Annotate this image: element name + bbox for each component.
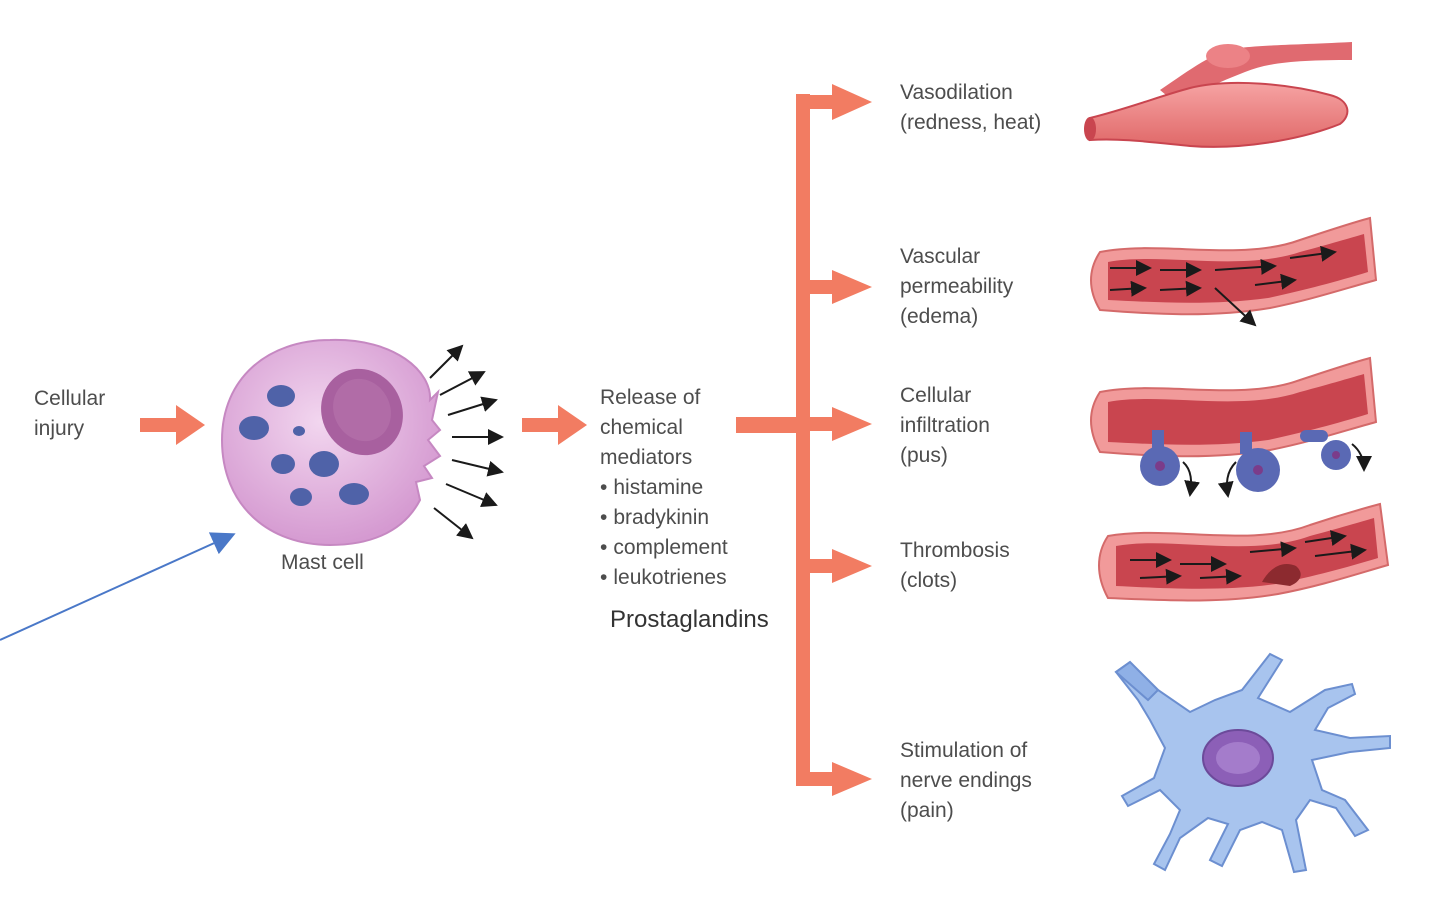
release-arrow [522, 405, 587, 445]
vasodilation-illustration [1084, 42, 1352, 148]
thrombosis-illustration [1098, 502, 1390, 602]
effect-infiltration-label: Cellular infiltration (pus) [900, 384, 990, 467]
effect-thrombosis-label: Thrombosis (clots) [900, 539, 1010, 592]
effect-nerve-label: Stimulation of nerve endings (pain) [900, 739, 1032, 822]
mediator-list: histamine bradykinin complement leukotri… [600, 473, 728, 593]
release-label: Release of chemical mediators histamine … [600, 383, 728, 593]
neuron-illustration [1114, 652, 1391, 874]
mast-cell [220, 338, 504, 547]
infiltration-illustration [1090, 356, 1378, 498]
mediator-item: complement [600, 533, 727, 563]
permeability-illustration [1090, 216, 1378, 327]
effect-vasodilation-label: Vasodilation (redness, heat) [900, 81, 1042, 134]
mast-cell-label: Mast cell [281, 551, 364, 574]
mediator-item: leukotrienes [600, 563, 728, 593]
mediator-item: histamine [600, 473, 728, 503]
effect-permeability-label: Vascular permeability (edema) [900, 245, 1014, 328]
input-arrow [140, 405, 205, 445]
cellular-injury-label: Cellular injury [34, 387, 106, 440]
prostaglandins-label: Prostaglandins [610, 606, 769, 633]
pointer-arrow [0, 532, 236, 641]
mediator-branch [736, 84, 872, 796]
mediator-item: bradykinin [600, 503, 728, 533]
